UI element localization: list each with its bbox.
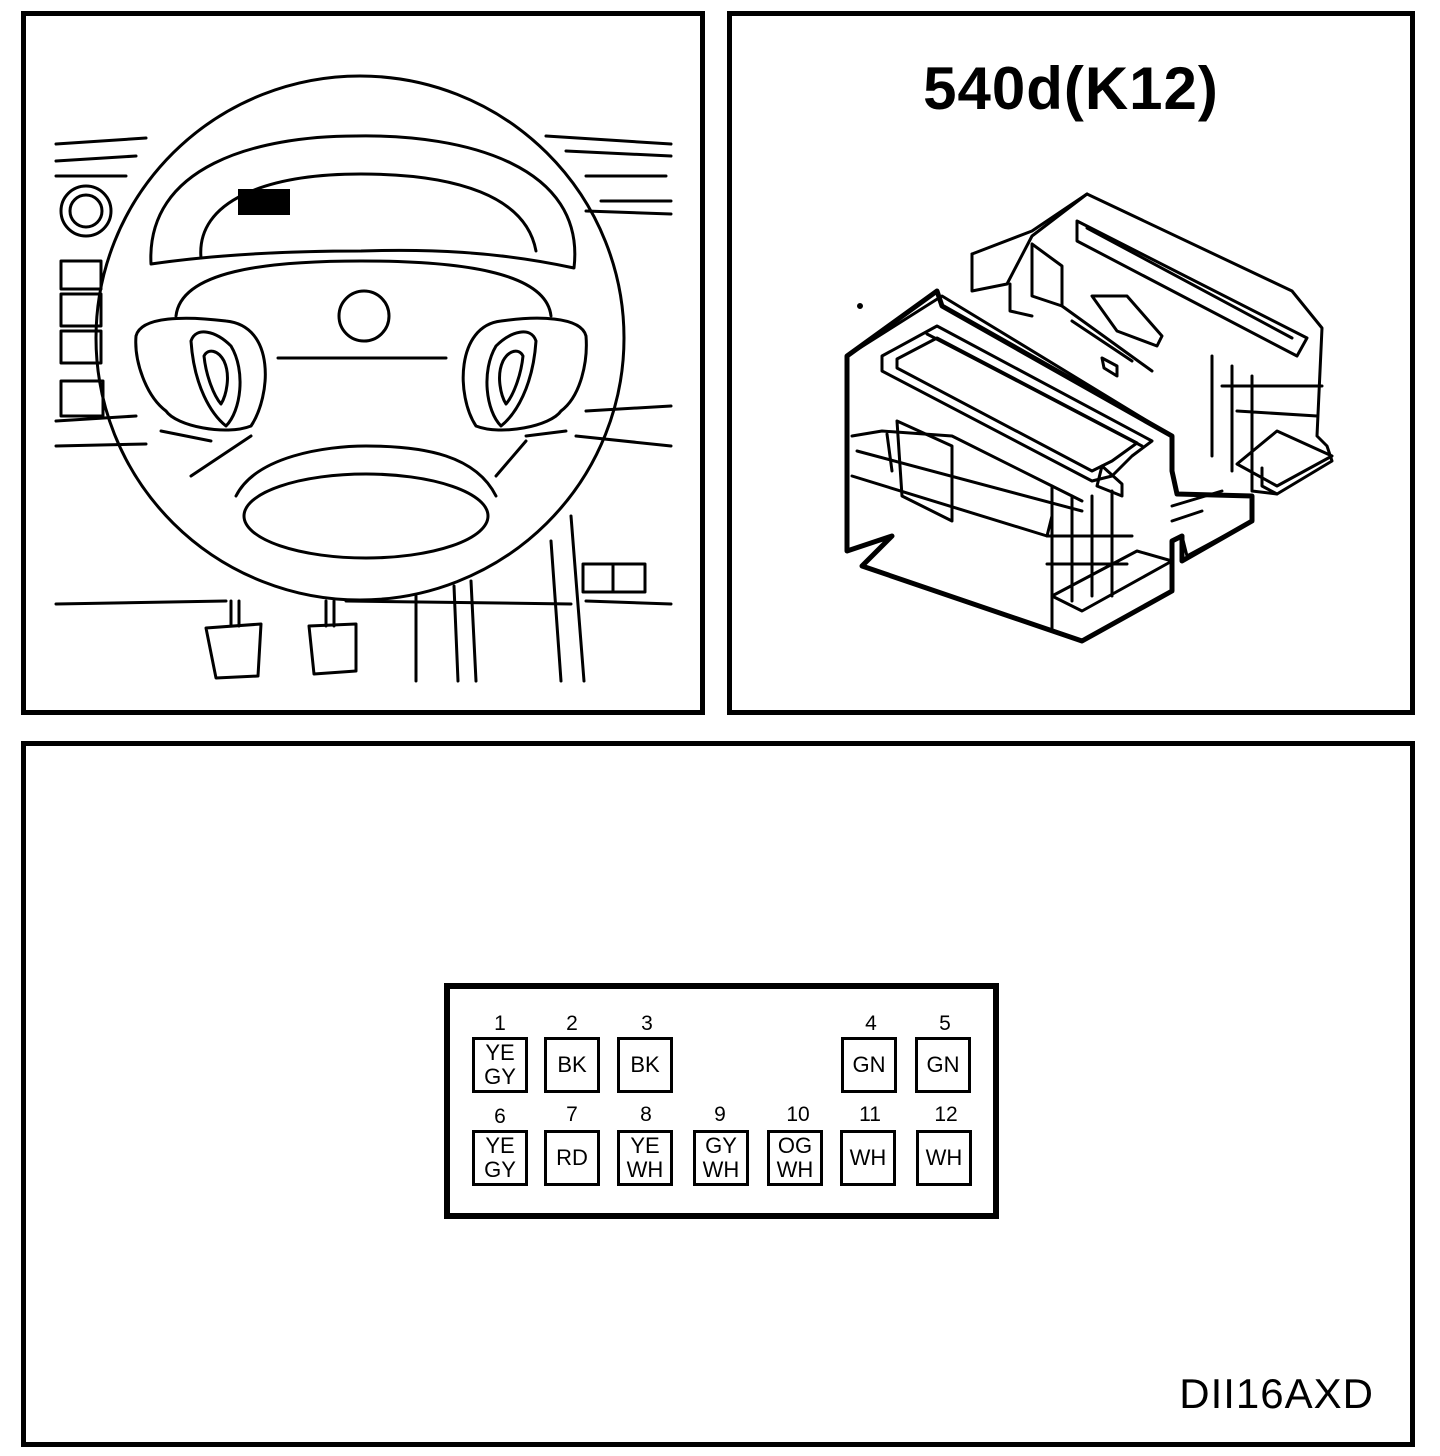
wire-color: WH <box>776 1157 814 1182</box>
wire-color: RD <box>556 1145 588 1170</box>
pin-number: 10 <box>786 1103 810 1126</box>
pin-number: 6 <box>494 1105 506 1128</box>
wire-color: WH <box>925 1145 963 1170</box>
pin-cavity: YE WH <box>617 1130 673 1186</box>
pin-cavity: GY WH <box>693 1130 749 1186</box>
pin-cavity: YE GY <box>472 1130 528 1186</box>
pin-number: 3 <box>641 1012 653 1035</box>
pin-number: 9 <box>714 1103 726 1126</box>
pin-cavity: BK <box>617 1037 673 1093</box>
diagram-code: DII16AXD <box>1179 1370 1374 1417</box>
wire-color: YE <box>485 1040 515 1065</box>
connector-illustration <box>844 192 1334 644</box>
pin-cavity: RD <box>544 1130 600 1186</box>
pin-number: 4 <box>865 1012 877 1035</box>
connector-title: 540d(K12) <box>923 55 1219 122</box>
wire-color: OG <box>777 1133 813 1158</box>
pin-number: 1 <box>494 1012 506 1035</box>
pin-number: 8 <box>640 1103 652 1126</box>
pin-cavity: BK <box>544 1037 600 1093</box>
pinout-panel: 1 2 3 4 5 YE GY BK BK GN GN 6 7 8 9 10 1… <box>21 741 1415 1447</box>
wire-color: GY <box>705 1133 737 1158</box>
wire-color: BK <box>557 1052 587 1077</box>
wire-color: WH <box>626 1157 664 1182</box>
connector-location-marker <box>238 189 290 215</box>
pin-number: 5 <box>939 1012 951 1035</box>
pin-number: 7 <box>566 1103 578 1126</box>
wire-color: GY <box>484 1157 516 1182</box>
pin-number: 11 <box>859 1103 881 1126</box>
wire-color: GN <box>926 1052 960 1077</box>
pin-cavity: WH <box>916 1130 972 1186</box>
pin-number: 2 <box>566 1012 578 1035</box>
connector-face-frame: 1 2 3 4 5 YE GY BK BK GN GN 6 7 8 9 10 1… <box>444 983 999 1219</box>
wire-color: WH <box>849 1145 887 1170</box>
connector-view-panel: 540d(K12) <box>727 11 1415 715</box>
location-view-panel <box>21 11 705 715</box>
pin-cavity: GN <box>841 1037 897 1093</box>
pin-cavity: OG WH <box>767 1130 823 1186</box>
pin-number: 12 <box>934 1103 958 1126</box>
wire-color: BK <box>630 1052 660 1077</box>
steering-wheel-illustration <box>54 74 673 683</box>
wire-color: WH <box>702 1157 740 1182</box>
pin-cavity: WH <box>840 1130 896 1186</box>
wire-color: YE <box>485 1133 515 1158</box>
wire-color: YE <box>630 1133 660 1158</box>
wire-color: GN <box>852 1052 886 1077</box>
pin-cavity: GN <box>915 1037 971 1093</box>
wire-color: GY <box>484 1064 516 1089</box>
pin-cavity: YE GY <box>472 1037 528 1093</box>
